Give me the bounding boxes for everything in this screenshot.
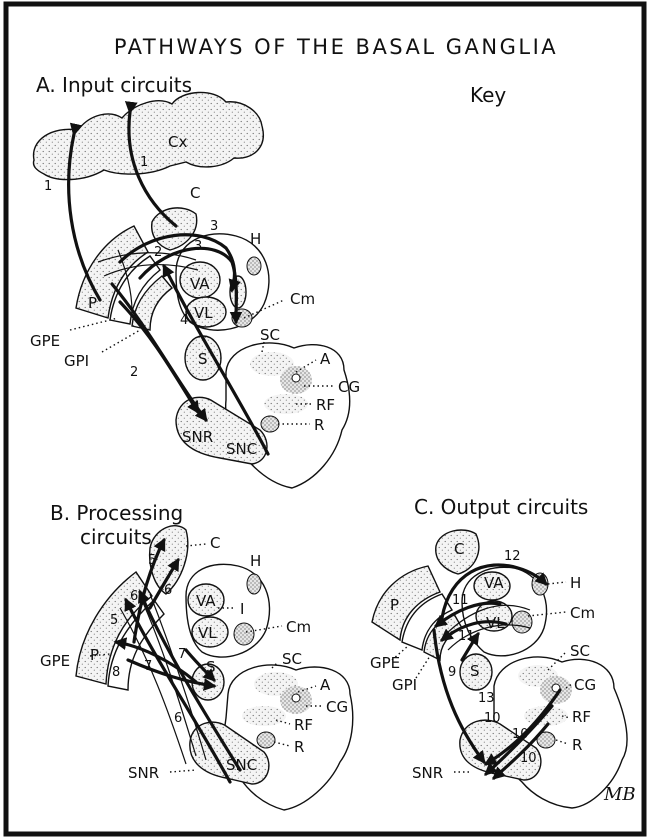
artist-signature: MB — [603, 784, 636, 805]
s-label-a: S — [198, 350, 208, 368]
h-label-c: H — [570, 574, 581, 592]
pathway-number-b: 7 — [144, 659, 152, 674]
pathway-number-a: 3 — [210, 219, 218, 234]
aqueduct-a — [292, 374, 300, 382]
pathway-number-b: 6 — [130, 589, 138, 604]
pathway-number-c: 10 — [484, 711, 501, 726]
a-label-a: A — [320, 350, 331, 368]
thalamus-cm-b — [234, 623, 254, 645]
gpe-label-b: GPE — [40, 652, 70, 670]
cm-label-b: Cm — [286, 618, 311, 636]
gpe-label-c: GPE — [370, 654, 400, 672]
cg-label-a: CG — [338, 378, 360, 396]
pathway-number-b: 7 — [178, 647, 186, 662]
rf-label-a: RF — [316, 396, 335, 414]
pathway-number-b: 6 — [164, 583, 172, 598]
snr-label-a: SNR — [182, 428, 213, 446]
pathway-number-c: 13 — [478, 691, 495, 706]
panel-c-heading: C. Output circuits — [414, 495, 588, 519]
r-label-c: R — [572, 736, 582, 754]
panel-b-heading-line1: B. Processing — [50, 501, 183, 525]
pathway-number-a: 3 — [194, 239, 202, 254]
pathway-number-b: 6 — [174, 711, 182, 726]
panel-a-heading: A. Input circuits — [36, 73, 192, 97]
sc-label-b: SC — [282, 650, 302, 668]
gpi-label-a: GPI — [64, 352, 89, 370]
caudate-label-b: C — [210, 534, 220, 552]
i-label-b: I — [240, 600, 244, 618]
snr-label-c: SNR — [412, 764, 443, 782]
pathway-number-c: 11 — [458, 629, 475, 644]
key-label: Key — [470, 83, 506, 107]
aqueduct-b — [292, 694, 300, 702]
cg-label-b: CG — [326, 698, 348, 716]
habenula-b — [247, 574, 261, 594]
a-label-b: A — [320, 676, 331, 694]
vl-label-a: VL — [194, 304, 213, 322]
gpe-label-a: GPE — [30, 332, 60, 350]
cm-label-c: Cm — [570, 604, 595, 622]
rf-label-c: RF — [572, 708, 591, 726]
pathway-number-a: 4 — [180, 313, 188, 328]
va-label-c: VA — [484, 574, 504, 592]
pathway-number-a: 1 — [140, 155, 148, 170]
pathway-number-a: 1 — [44, 179, 52, 194]
pathway-number-c: 9 — [448, 665, 456, 680]
sc-label-a: SC — [260, 326, 280, 344]
snc-label-b: SNC — [226, 756, 257, 774]
sc-label-c: SC — [570, 642, 590, 660]
pathway-number-c: 12 — [504, 549, 521, 564]
vl-label-b: VL — [198, 624, 217, 642]
pathway-number-c: 10 — [520, 751, 537, 766]
r-label-a: R — [314, 416, 324, 434]
rf-label-b: RF — [294, 716, 313, 734]
panel-b-heading-line2: circuits — [80, 525, 152, 549]
pathway-number-c: 10 — [512, 727, 529, 742]
pathway-number-b: 8 — [112, 665, 120, 680]
reticular-formation-b — [242, 706, 286, 726]
va-label-a: VA — [190, 275, 210, 293]
gpi-label-c: GPI — [392, 676, 417, 694]
s-label-c: S — [470, 662, 480, 680]
page-title: PATHWAYS OF THE BASAL GANGLIA — [114, 35, 558, 59]
snc-label-a: SNC — [226, 440, 257, 458]
snr-label-b: SNR — [128, 764, 159, 782]
habenula-a — [247, 257, 261, 275]
h-label-a: H — [250, 230, 261, 248]
red-nucleus-a — [261, 416, 279, 432]
red-nucleus-b — [257, 732, 275, 748]
putamen-label-c: P — [390, 596, 399, 614]
r-label-b: R — [294, 738, 304, 756]
pathway-number-a: 2 — [154, 245, 162, 260]
h-label-b: H — [250, 552, 261, 570]
pathway-number-a: 2 — [130, 365, 138, 380]
cm-label-a: Cm — [290, 290, 315, 308]
putamen-label-a: P — [88, 294, 97, 312]
pathway-number-b: 5 — [110, 613, 118, 628]
va-label-b: VA — [196, 592, 216, 610]
cortex-label: Cx — [168, 133, 187, 151]
pathway-number-b: 5 — [148, 553, 156, 568]
caudate-label-a: C — [190, 184, 200, 202]
pathway-number-c: 11 — [452, 593, 469, 608]
caudate-label-c: C — [454, 540, 464, 558]
thalamus-cm-c — [512, 611, 532, 633]
cg-label-c: CG — [574, 676, 596, 694]
